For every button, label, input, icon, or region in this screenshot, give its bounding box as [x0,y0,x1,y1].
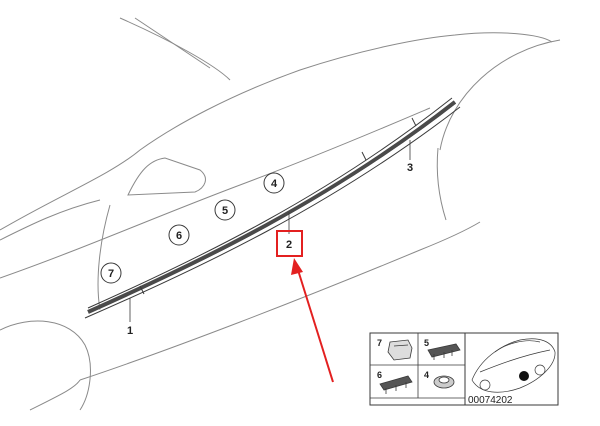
callout-5: 5 [214,199,236,221]
svg-text:6: 6 [176,230,182,242]
inset-part-code: 00074202 [468,395,513,406]
inset-key-7: 7 [377,338,382,348]
callout-6: 6 [168,224,190,246]
clip-6-icon [379,375,413,394]
inset-key-6: 6 [377,370,382,380]
svg-text:4: 4 [271,178,278,190]
callout-7: 7 [100,262,122,284]
locator-dot [519,371,529,381]
grommet-4-icon [433,375,455,389]
clip-5-icon [427,343,461,360]
car-body-outline [0,17,561,411]
inset-key-4: 4 [424,370,429,380]
side-moulding-strip [84,97,461,319]
svg-text:5: 5 [222,205,228,217]
inset-key-5: 5 [424,338,429,348]
callout-1: 1 [127,325,133,337]
svg-text:7: 7 [108,268,114,280]
inset-parts-legend: 7 5 6 4 00 [369,332,559,406]
car-locator-icon [471,338,556,393]
clip-7-icon [387,339,413,361]
svg-text:2: 2 [286,239,292,251]
red-arrow [291,258,334,383]
callout-3: 3 [407,162,413,174]
callout-4: 4 [263,172,285,194]
callout-2-highlight: 2 [276,230,303,257]
